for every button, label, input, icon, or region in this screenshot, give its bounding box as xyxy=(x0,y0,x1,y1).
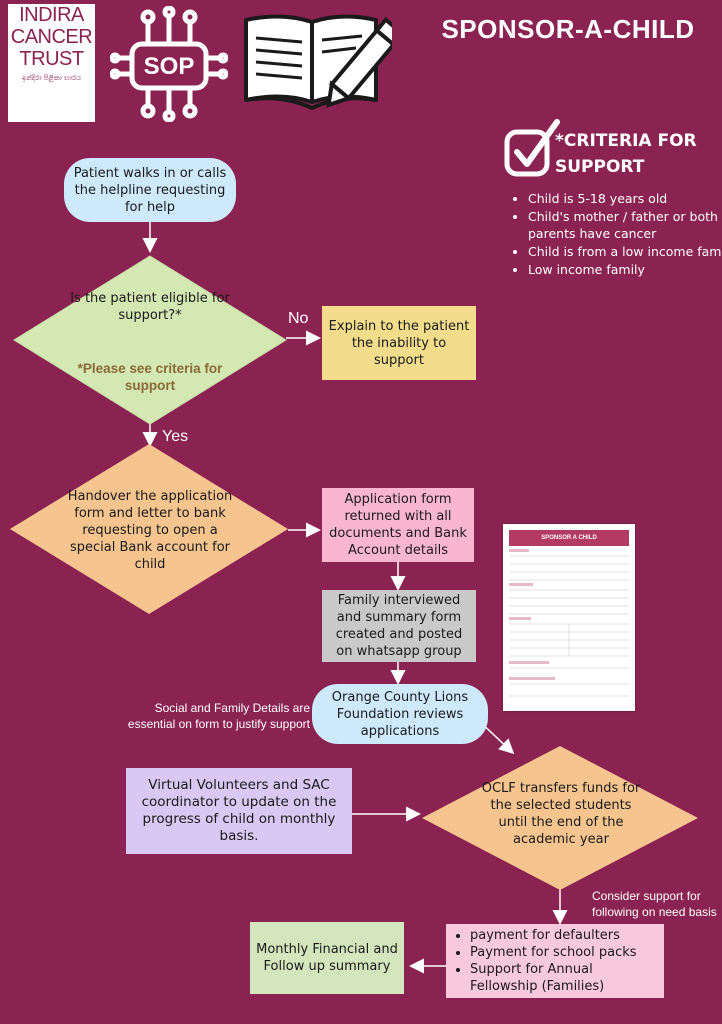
form-header-bar: SPONSOR A CHILD xyxy=(509,530,629,546)
criteria-list: Child is 5-18 years old Child's mother /… xyxy=(510,190,722,279)
application-form-thumbnail: SPONSOR A CHILD xyxy=(503,524,635,711)
form-heading: SPONSOR A CHILD xyxy=(541,535,597,541)
family-interview-box: Family interviewed and summary form crea… xyxy=(322,590,476,662)
lions-review-text: Orange County Lions Foundation reviews a… xyxy=(331,689,469,739)
criteria-item: Child's mother / father or both parents … xyxy=(528,208,722,242)
no-support-box: Explain to the patient the inability to … xyxy=(322,306,476,380)
eligibility-decision-diamond xyxy=(13,255,287,425)
consider-support-note: Consider support for following on need b… xyxy=(592,889,717,919)
family-interview-text: Family interviewed and summary form crea… xyxy=(335,593,463,659)
handover-text: Handover the application form and letter… xyxy=(67,489,233,572)
book-pencil-icon xyxy=(244,14,392,110)
application-returned-box: Application form returned with all docum… xyxy=(322,488,474,562)
form-lines-graphic xyxy=(509,549,629,697)
criteria-title: *CRITERIA FOR SUPPORT xyxy=(555,131,697,177)
support-option: Payment for school packs xyxy=(470,944,658,961)
support-option: payment for defaulters xyxy=(470,927,658,944)
decision-criteria-note: *Please see criteria for support xyxy=(70,360,230,394)
sop-circuit-icon: SOP xyxy=(110,6,228,122)
decision-text: Is the patient eligible for support?* xyxy=(70,291,230,323)
logo-line-1: INDIRA xyxy=(19,4,84,26)
decision-note-text: *Please see criteria for support xyxy=(77,361,223,393)
checkbox-tick-icon xyxy=(504,119,560,177)
criteria-item: Low income family xyxy=(528,261,722,278)
application-returned-text: Application form returned with all docum… xyxy=(329,492,467,558)
start-text: Patient walks in or calls the helpline r… xyxy=(73,165,227,215)
volunteers-text: Virtual Volunteers and SAC coordinator t… xyxy=(141,777,337,844)
criteria-item: Child is 5-18 years old xyxy=(528,190,722,207)
lions-review-pill: Orange County Lions Foundation reviews a… xyxy=(312,684,488,744)
oclf-transfer-step: OCLF transfers funds for the selected st… xyxy=(476,780,646,848)
criteria-item: Child is from a low income family xyxy=(528,243,722,260)
oclf-transfer-diamond xyxy=(422,746,698,890)
support-options-box: payment for defaulters Payment for schoo… xyxy=(446,924,664,998)
support-option: Support for Annual Fellowship (Families) xyxy=(470,961,658,995)
handover-diamond xyxy=(10,444,288,614)
no-label: No xyxy=(288,310,309,327)
social-details-note: Social and Family Details are essential … xyxy=(127,701,310,731)
monthly-summary-box: Monthly Financial and Follow up summary xyxy=(250,922,404,994)
logo-line-3: TRUST xyxy=(19,48,84,70)
oclf-transfer-text: OCLF transfers funds for the selected st… xyxy=(481,781,641,847)
no-support-text: Explain to the patient the inability to … xyxy=(328,318,470,368)
volunteers-box: Virtual Volunteers and SAC coordinator t… xyxy=(126,768,352,854)
indira-cancer-trust-logo: INDIRA CANCER TRUST ඉන්දිරා පිළිකා භාරය xyxy=(8,4,95,122)
yes-label: Yes xyxy=(162,428,189,445)
handover-step: Handover the application form and letter… xyxy=(62,488,238,573)
logo-sinhala-text: ඉන්දිරා පිළිකා භාරය xyxy=(21,74,82,82)
page-title: SPONSOR-A-CHILD xyxy=(441,14,695,44)
support-options-list: payment for defaulters Payment for schoo… xyxy=(452,927,658,995)
sop-badge-text: SOP xyxy=(144,53,195,80)
decision-question: Is the patient eligible for support?* xyxy=(60,290,240,324)
start-pill: Patient walks in or calls the helpline r… xyxy=(64,158,236,222)
monthly-summary-text: Monthly Financial and Follow up summary xyxy=(256,942,398,974)
logo-line-2: CANCER xyxy=(10,26,93,48)
